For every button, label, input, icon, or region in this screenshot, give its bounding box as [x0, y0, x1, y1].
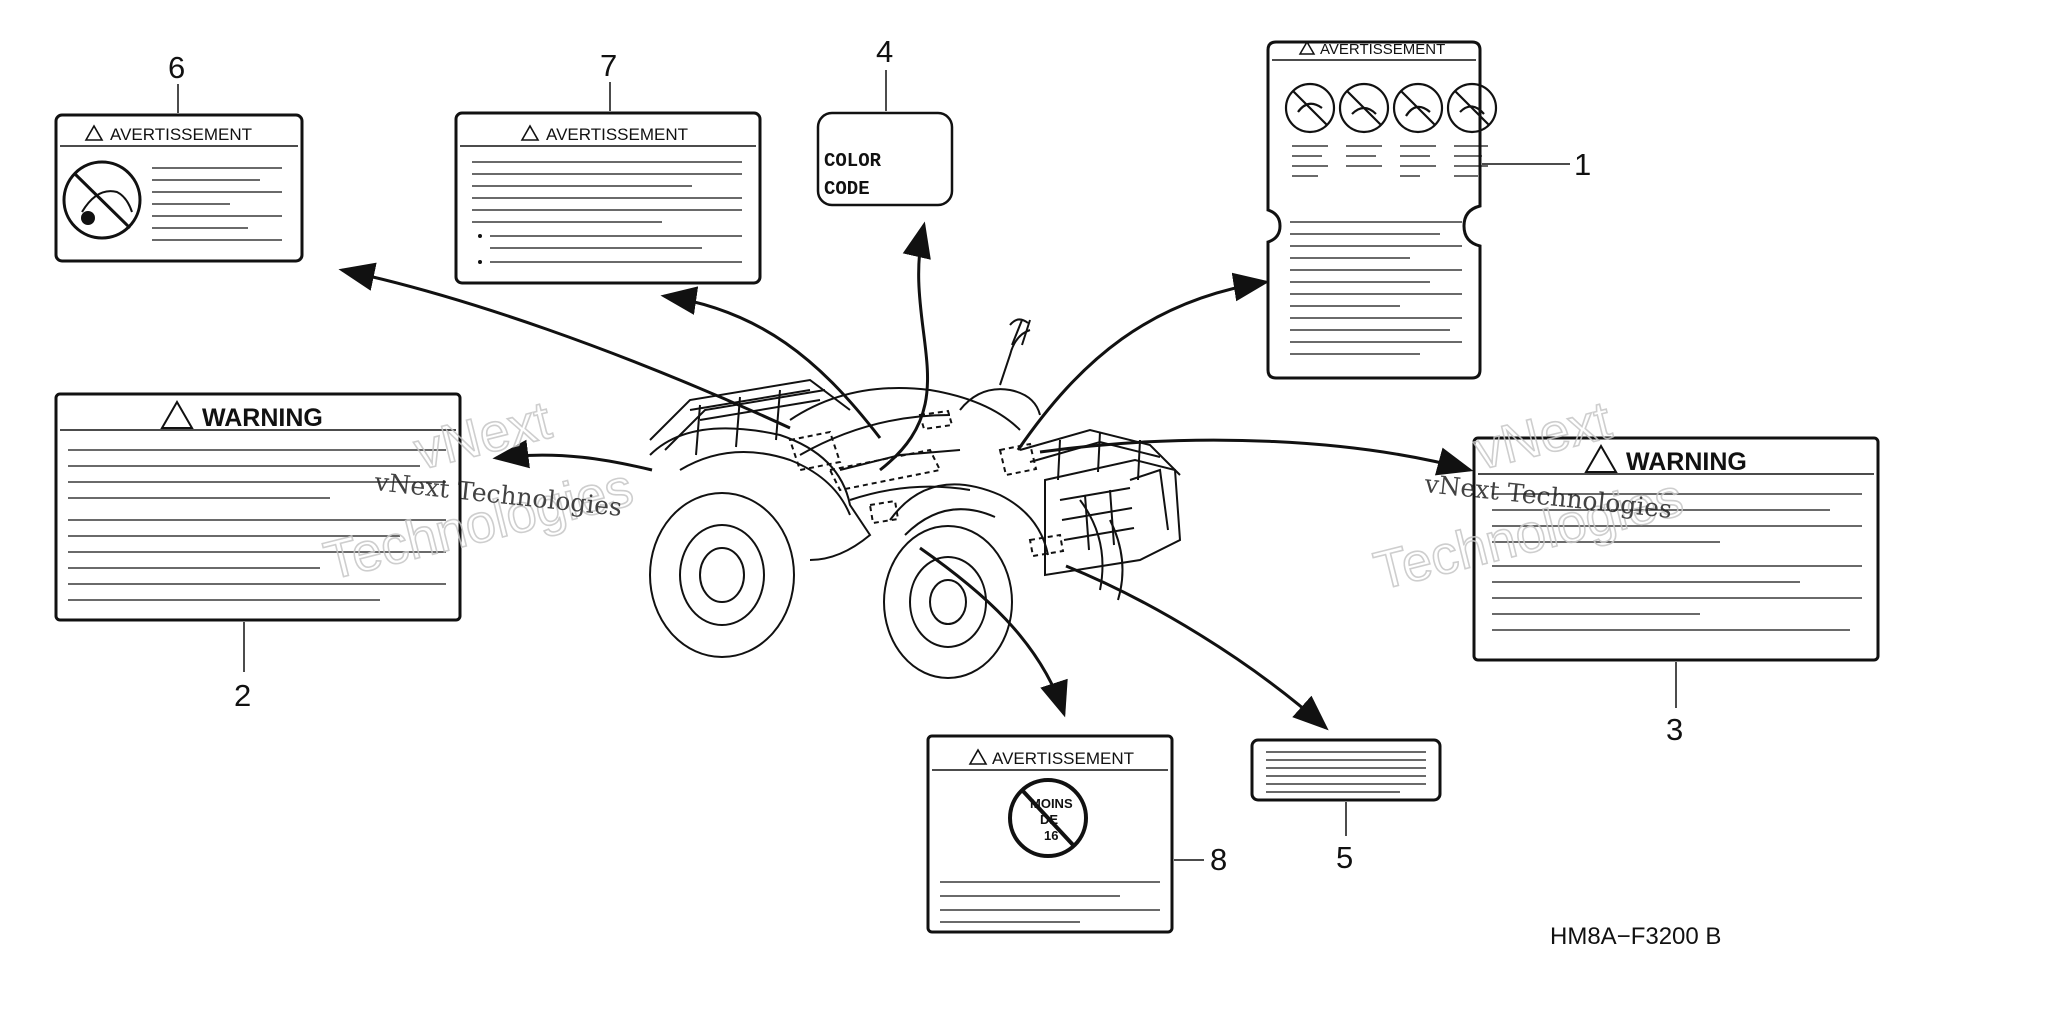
label-3-header: WARNING — [1626, 448, 1747, 476]
color-code-line2: CODE — [824, 178, 870, 200]
label-6-header: AVERTISSEMENT — [110, 125, 252, 144]
atv-vehicle — [649, 318, 1182, 679]
callout-3: 3 — [1666, 712, 1683, 747]
callout-8: 8 — [1210, 842, 1227, 877]
callout-1: 1 — [1574, 147, 1591, 182]
label-8: AVERTISSEMENT MOINS DE 16 8 — [926, 734, 1227, 934]
label-5: 5 — [1250, 738, 1442, 875]
label-1-header: AVERTISSEMENT — [1320, 41, 1445, 58]
label-3: WARNING 3 — [1472, 436, 1880, 747]
label-2-header: WARNING — [202, 404, 323, 432]
label-7: AVERTISSEMENT 7 — [454, 48, 762, 285]
callout-5: 5 — [1336, 840, 1353, 875]
svg-text:16: 16 — [1044, 828, 1058, 843]
callout-7: 7 — [600, 48, 617, 83]
callout-2: 2 — [234, 678, 251, 713]
callout-4: 4 — [876, 34, 893, 69]
leader-arrows — [338, 221, 1474, 731]
label-1: AVERTISSEMENT 1 — [1266, 40, 1591, 380]
label-4: COLOR CODE 4 — [816, 34, 954, 207]
label-8-header: AVERTISSEMENT — [992, 749, 1134, 768]
label-6: AVERTISSEMENT 6 — [54, 50, 304, 263]
under-16-prohibited-icon: MOINS DE 16 — [1008, 778, 1088, 858]
color-code-line1: COLOR — [824, 150, 882, 172]
pictogram-icons — [1284, 82, 1498, 134]
label-7-header: AVERTISSEMENT — [546, 125, 688, 144]
svg-text:DE: DE — [1040, 812, 1058, 827]
svg-text:MOINS: MOINS — [1030, 796, 1073, 811]
label-2: WARNING 2 — [54, 392, 462, 713]
reference-code: HM8A−F3200 B — [1550, 923, 1721, 950]
callout-6: 6 — [168, 50, 185, 85]
no-riding-icon — [62, 160, 142, 240]
